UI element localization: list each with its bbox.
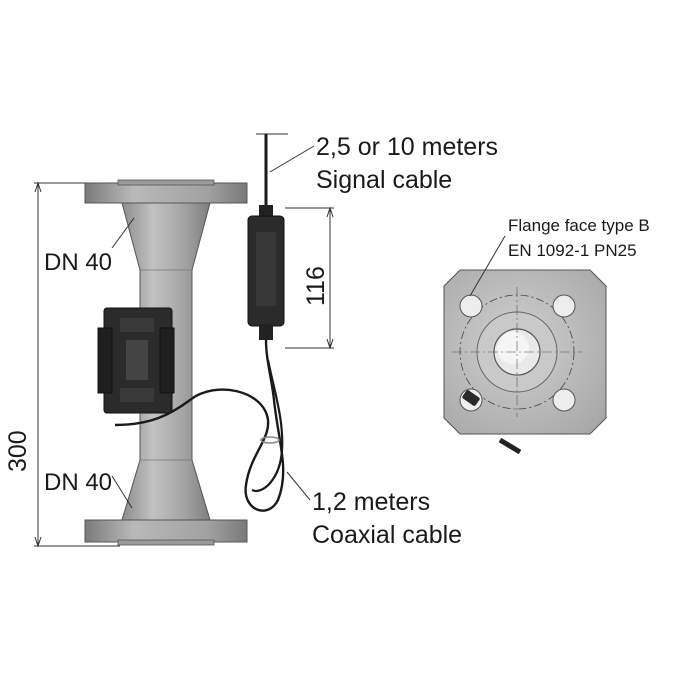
dim-300-label: 300 [4,430,32,472]
transducer-top-detail [120,318,154,332]
dim-116-arrow-bottom [326,338,334,350]
dn-top-leader [111,217,135,249]
flange-face-view [443,269,607,455]
dn-bottom-leader [111,475,133,509]
transducer-center-detail [126,340,148,380]
signal-cable-leader [269,145,315,173]
flange-standard-label: EN 1092-1 PN25 [508,241,637,260]
signal-cable-assembly [114,133,288,512]
dim-116-arrow-top [326,206,334,218]
top-flange-rim [117,179,215,186]
dn-top-label: DN 40 [44,249,112,276]
coaxial-cable [114,339,285,512]
bottom-flange [84,519,248,543]
transducer-block [97,307,175,414]
dimension-116 [285,206,334,350]
bolt-hole-top-left [459,294,483,318]
cable-tie [260,436,280,444]
dim-300-arrow-bottom [34,536,42,548]
dim-116-label: 116 [302,266,330,306]
flange-face-label: Flange face type B [508,216,650,235]
bottom-flange-rim [117,539,215,546]
converter-label-area [256,232,276,306]
cable-gland-bottom [259,324,273,340]
transducer-plug [462,390,480,406]
flange-cable-exit [498,437,522,455]
transducer-bottom-detail [120,388,154,402]
coax-cable-leader [286,471,311,501]
dn-bottom-label: DN 40 [44,469,112,496]
transducer-left-clip [97,327,113,394]
coaxial-cable-loop [251,359,284,493]
signal-cable-label: Signal cable [316,166,452,194]
coax-length-label: 1,2 meters [312,488,430,516]
dim-300-arrow-top [34,181,42,193]
transducer-right-clip [159,327,175,394]
bore-highlight [497,332,529,364]
coax-cable-label: Coaxial cable [312,521,462,549]
top-flange [84,182,248,204]
signal-cable-length-label: 2,5 or 10 meters [316,133,498,161]
bolt-hole-bottom-right [552,388,576,412]
bolt-hole-top-right [552,294,576,318]
flange-face-leader [469,235,506,297]
